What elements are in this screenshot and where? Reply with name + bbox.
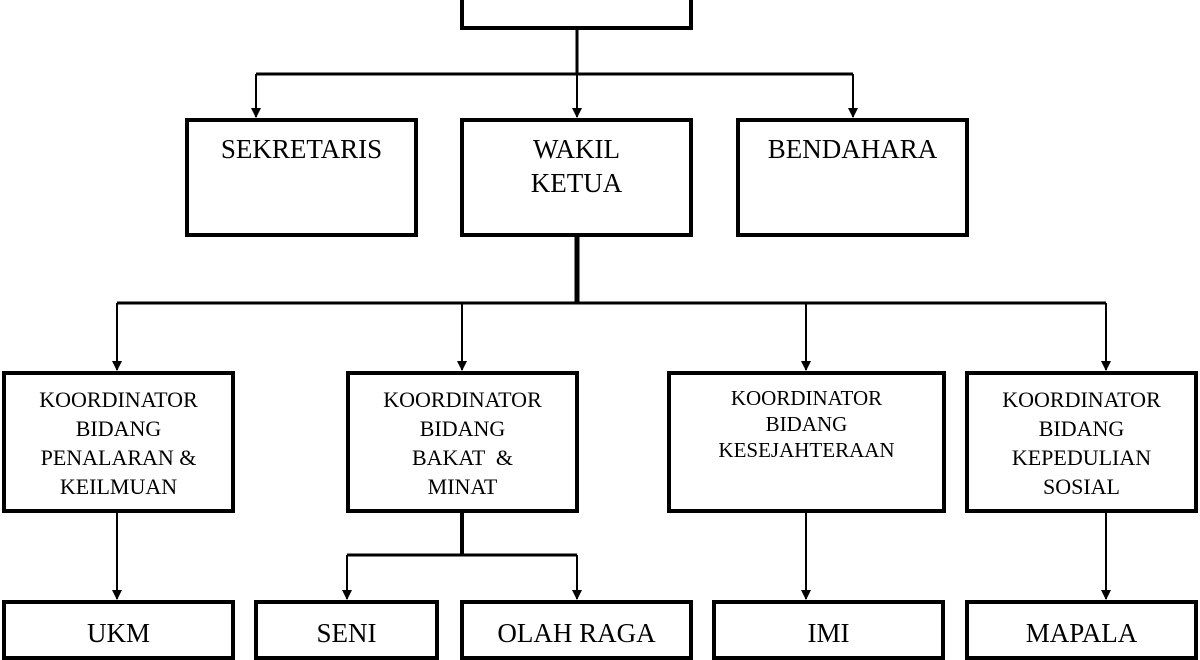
box-sekretaris: SEKRETARIS bbox=[185, 118, 418, 237]
box-bendahara: BENDAHARA bbox=[736, 118, 969, 237]
box-label-line: KOORDINATOR bbox=[39, 387, 198, 412]
box-imi: IMI bbox=[712, 600, 945, 660]
box-label-line: SOSIAL bbox=[1042, 474, 1120, 499]
box-label-line: KETUA bbox=[530, 168, 623, 198]
box-label-line: KEPEDULIAN bbox=[1011, 445, 1152, 470]
box-label-line: MAPALA bbox=[1025, 618, 1138, 648]
box-label-line: MINAT bbox=[427, 474, 498, 499]
connector-lines bbox=[112, 28, 1111, 600]
box-wakil-ketua: WAKIL KETUA bbox=[460, 118, 693, 237]
box-koordinator-penalaran: KOORDINATOR BIDANG PENALARAN & KEILMUAN bbox=[2, 371, 235, 513]
box-mapala: MAPALA bbox=[965, 600, 1198, 660]
box-label-line: BENDAHARA bbox=[767, 134, 938, 164]
box-label-line: IMI bbox=[807, 618, 850, 648]
box-label-line: KOORDINATOR bbox=[1002, 387, 1161, 412]
box-koordinator-kepedulian: KOORDINATOR BIDANG KEPEDULIAN SOSIAL bbox=[965, 371, 1198, 513]
box-label-line: KESEJAHTERAAN bbox=[718, 438, 895, 462]
box-label-line: BIDANG bbox=[75, 416, 162, 441]
box-label-line: BIDANG bbox=[1038, 416, 1125, 441]
box-ukm: UKM bbox=[2, 600, 235, 660]
box-label-line: KEILMUAN bbox=[59, 474, 178, 499]
box-label-line: WAKIL bbox=[533, 134, 620, 164]
box-label-line: BIDANG bbox=[765, 412, 848, 436]
box-label-line: OLAH RAGA bbox=[497, 618, 656, 648]
box-label-line: PENALARAN & bbox=[40, 445, 197, 470]
box-label-line: UKM bbox=[86, 618, 150, 648]
box-label-line: SEKRETARIS bbox=[220, 134, 383, 164]
box-ketua bbox=[460, 0, 693, 30]
box-label-line: BAKAT & bbox=[411, 445, 514, 470]
box-label-line: SENI bbox=[316, 618, 377, 648]
box-olahraga: OLAH RAGA bbox=[460, 600, 693, 660]
box-koordinator-bakat: KOORDINATOR BIDANG BAKAT & MINAT bbox=[346, 371, 579, 513]
box-label-line: KOORDINATOR bbox=[383, 387, 542, 412]
box-label-line: BIDANG bbox=[419, 416, 506, 441]
box-label-line: KOORDINATOR bbox=[730, 386, 883, 410]
box-koordinator-kesejahteraan: KOORDINATOR BIDANG KESEJAHTERAAN bbox=[667, 371, 946, 513]
box-seni: SENI bbox=[254, 600, 439, 660]
